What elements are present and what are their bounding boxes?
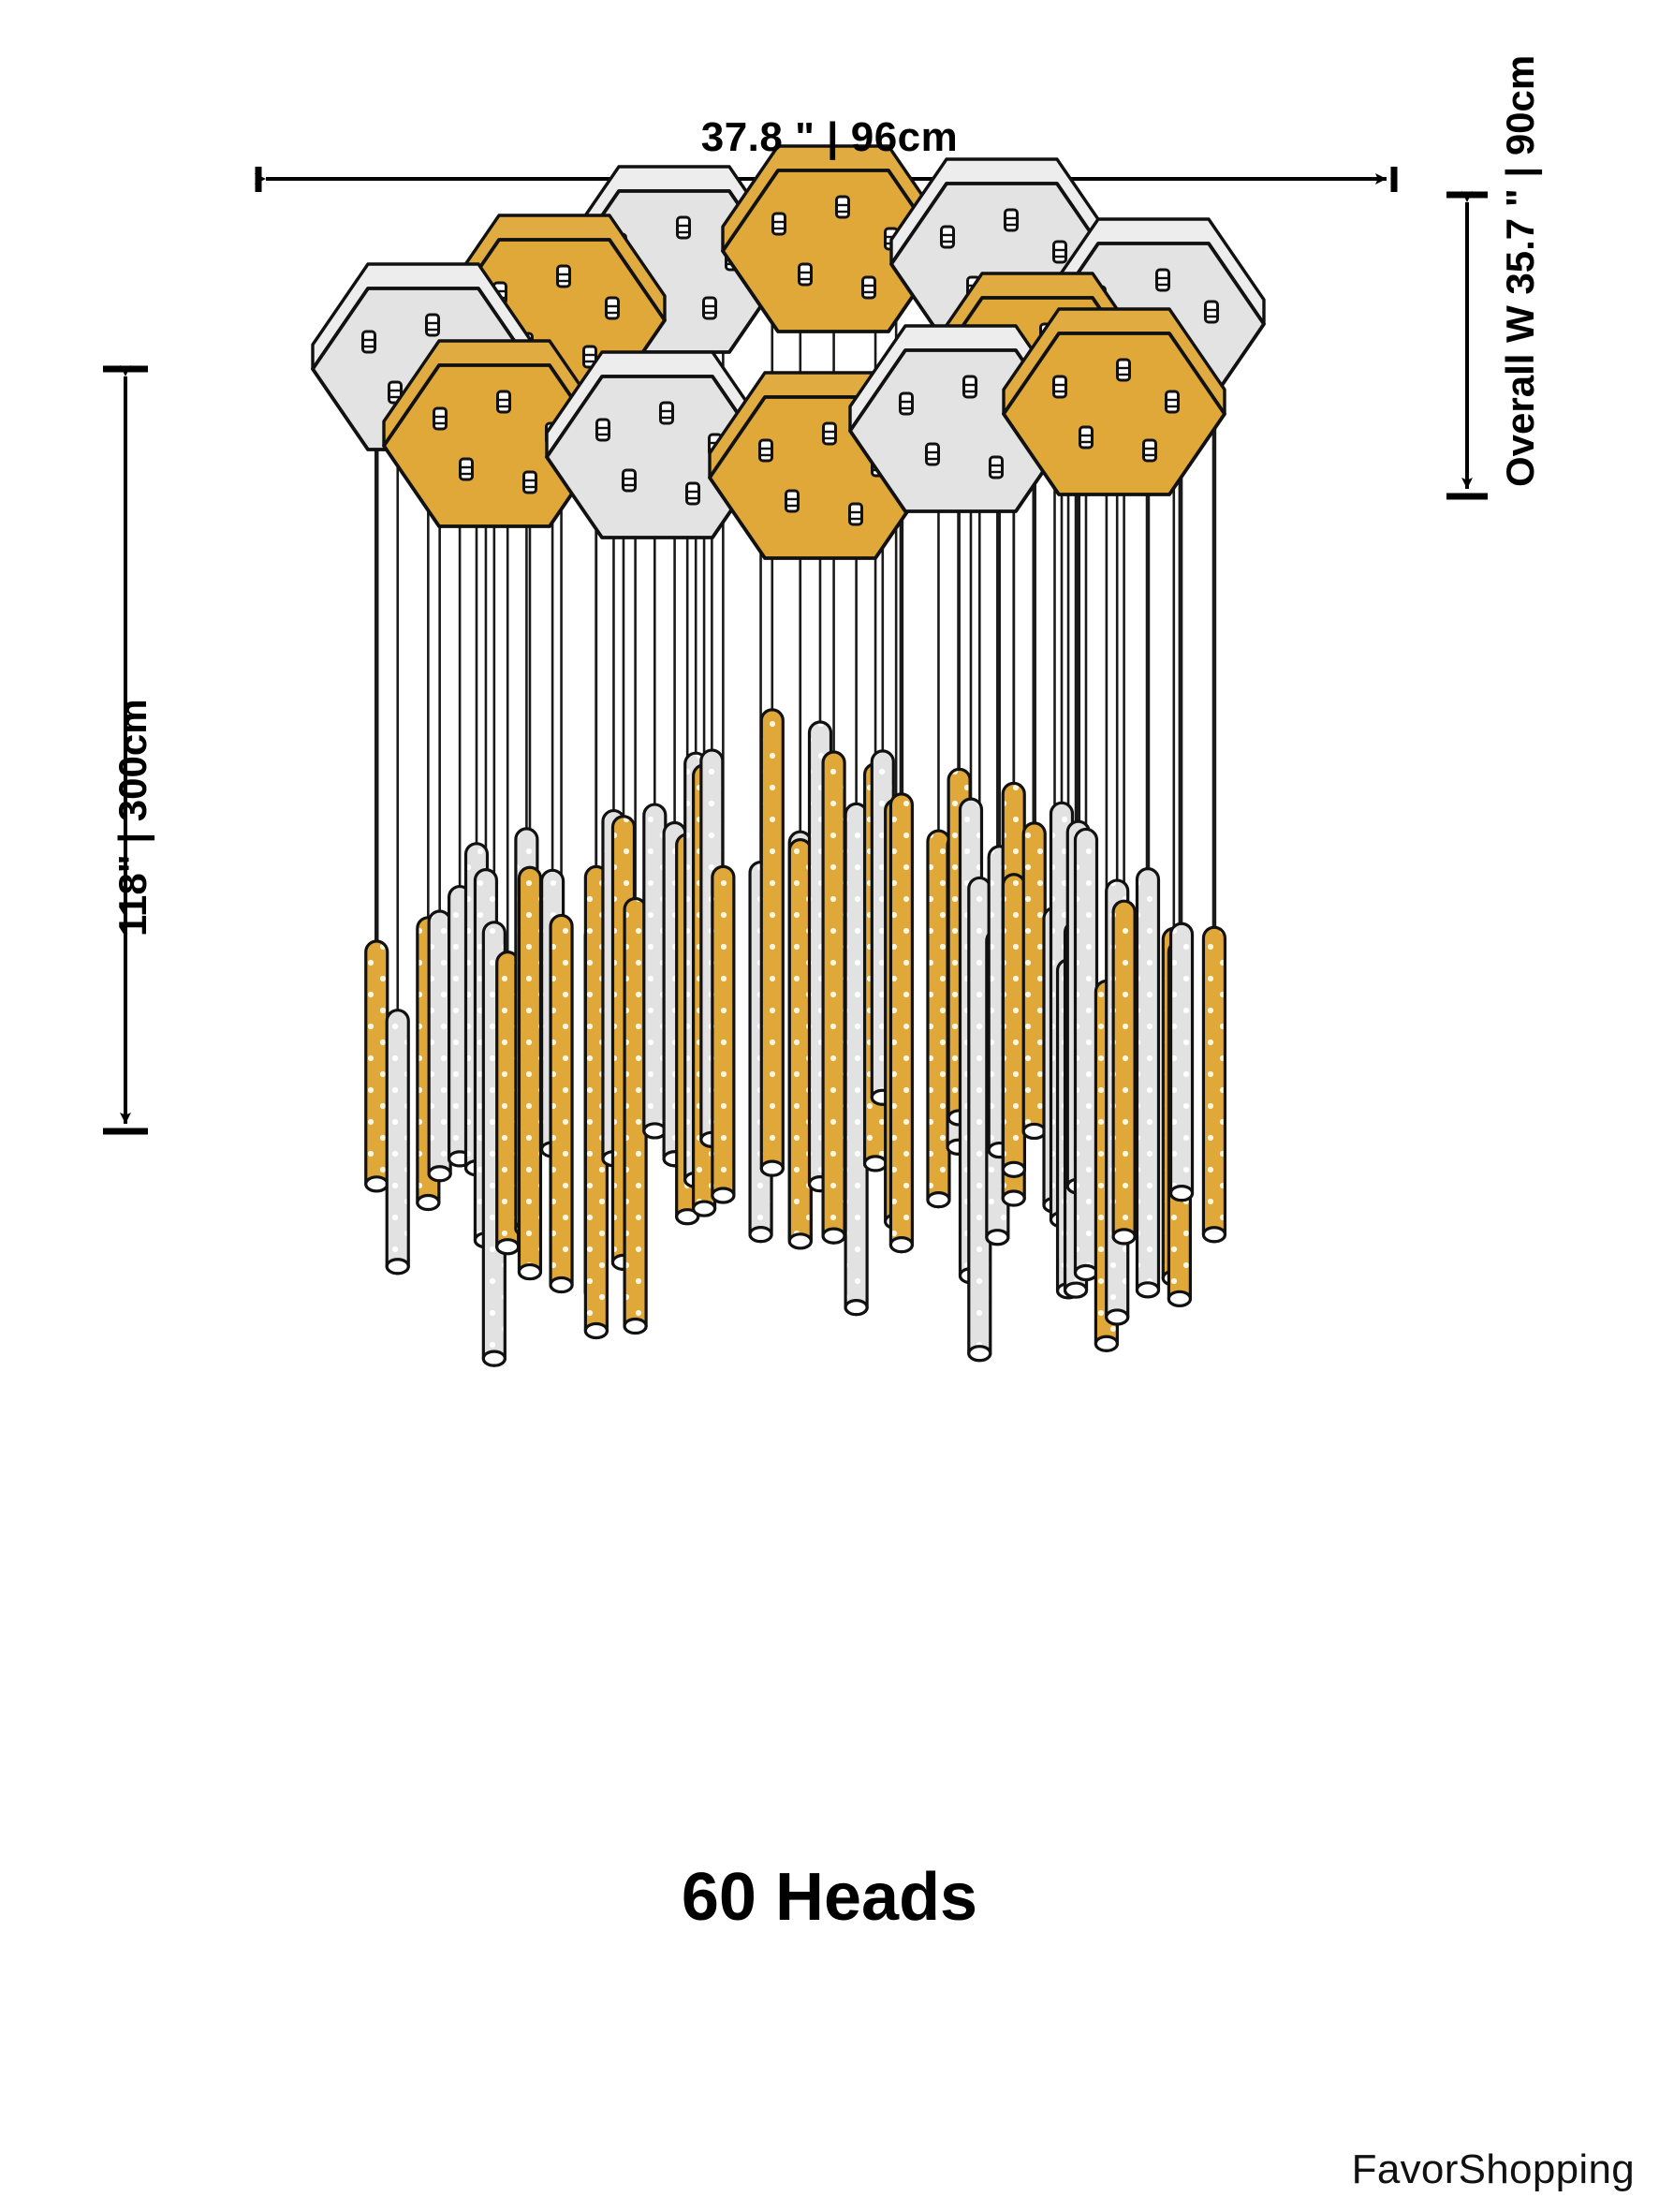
cable-connector [582,345,597,369]
cable-connector [1052,240,1067,264]
cable-connector [1004,208,1019,232]
cable-connector [1116,358,1131,382]
cable-connector [1155,268,1170,292]
heads-count-caption: 60 Heads [681,1860,978,1935]
pendant-rod [1168,922,1195,1202]
pendant-rod [623,896,648,1335]
cable-connector [496,390,511,414]
cable-connector [556,264,571,288]
cable-connector [622,468,637,493]
cable-connector [659,401,674,425]
pendant-rod [967,876,992,1363]
cable-connector [989,455,1004,479]
cable-connector [702,296,717,320]
cable-connector [595,418,610,442]
pendant-rod [642,803,668,1140]
cable-connector [676,215,691,240]
cable-connector [522,470,537,494]
cable-connector [1204,300,1219,324]
pendant-rod [1001,873,1027,1178]
pendant-rod [549,913,574,1294]
cable-connector [758,438,773,463]
cable-connector [771,212,786,236]
pendant-rod [926,829,951,1209]
cable-connector [433,406,448,431]
pendant-rod-group [364,708,1227,1367]
pendant-rod [1135,867,1161,1299]
width-dimension-label: 37.8 " | 96cm [700,114,959,160]
cable-connector [1165,390,1180,414]
brand-watermark: FavorShopping [1351,2146,1635,2192]
pendant-rod [759,708,785,1177]
pendant-rod [1021,821,1047,1141]
canopy-plate-group [311,144,1266,560]
cable-connector [1142,438,1157,463]
height-dimension-label-wrap: 118" | 300cm [110,699,348,981]
pendant-rod [385,1009,410,1276]
pendant-rod [517,865,543,1281]
depth-dimension-label-wrap: Overall W 35.7 " | 90cm [1498,55,1659,532]
cable-connector [962,375,977,399]
cable-connector [940,225,955,249]
cable-connector [835,195,850,219]
pendant-rod [711,864,736,1204]
cable-connector [899,391,914,416]
pendant-rod [844,802,869,1317]
cable-connector [459,457,474,481]
height-dimension-label: 118" | 300cm [110,699,154,936]
pendant-rod [821,750,846,1245]
cable-connector [925,442,940,466]
pendant-rod [1073,827,1099,1282]
canopy-plate [1002,307,1226,496]
cable-connector [798,262,813,287]
cable-connector [861,275,876,300]
cable-connector [848,502,863,526]
pendant-rod [427,909,452,1183]
cable-connector [605,296,620,320]
cable-connector [822,421,837,446]
cable-connector [685,481,700,506]
depth-dimension-label: Overall W 35.7 " | 90cm [1498,54,1542,487]
cable-connector [785,489,800,513]
pendant-rod [364,939,389,1193]
pendant-rod [888,792,914,1254]
cable-connector [1079,425,1094,450]
pendant-rod [1201,925,1227,1244]
cable-connector [425,313,440,337]
pendant-rod [787,838,813,1250]
pendant-rod [1111,899,1137,1246]
cable-connector [361,330,376,354]
cable-connector [1052,375,1067,399]
